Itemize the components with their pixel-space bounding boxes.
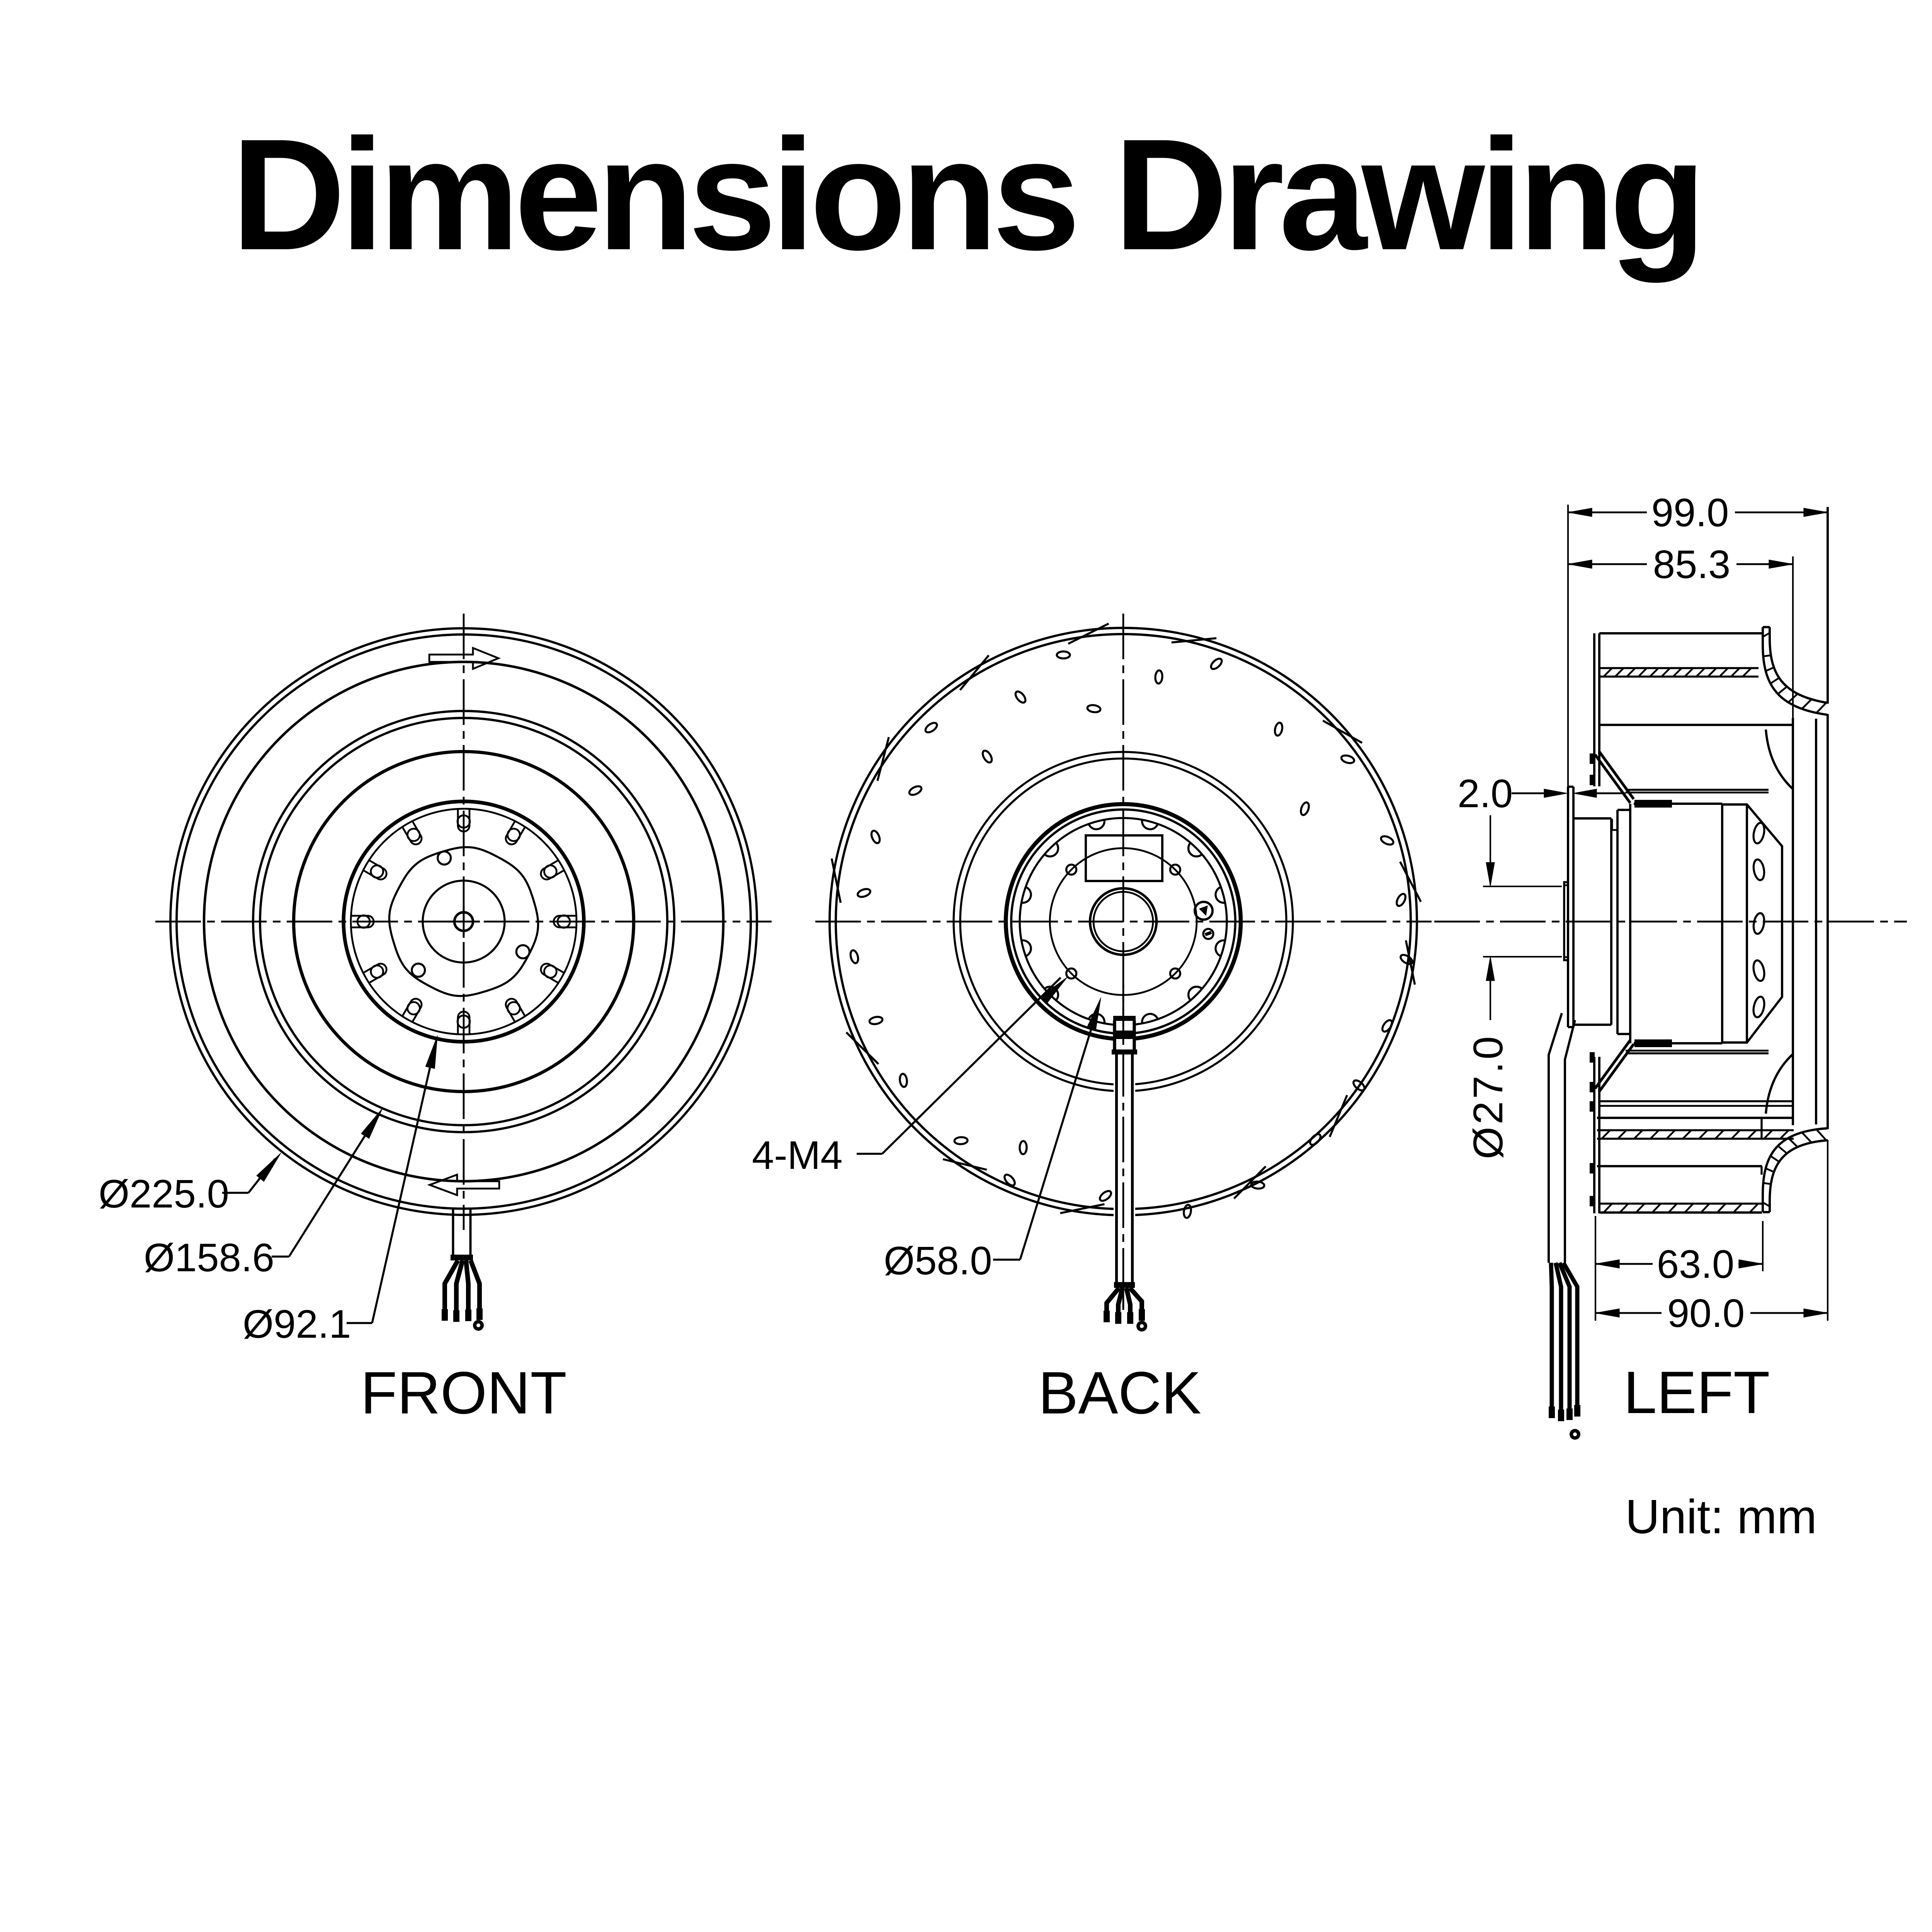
svg-text:85.3: 85.3 bbox=[1653, 542, 1730, 587]
svg-text:Ø225.0: Ø225.0 bbox=[99, 1172, 229, 1216]
svg-text:FRONT: FRONT bbox=[361, 1359, 567, 1426]
svg-text:63.0: 63.0 bbox=[1657, 1242, 1734, 1286]
svg-text:99.0: 99.0 bbox=[1651, 490, 1729, 535]
svg-text:4-M4: 4-M4 bbox=[752, 1133, 843, 1177]
svg-text:Unit: mm: Unit: mm bbox=[1625, 1490, 1817, 1544]
svg-text:Ø27.0: Ø27.0 bbox=[1464, 1034, 1511, 1159]
svg-text:Ø158.6: Ø158.6 bbox=[144, 1235, 274, 1280]
svg-text:Dimensions Drawing: Dimensions Drawing bbox=[231, 106, 1701, 284]
svg-text:Ø92.1: Ø92.1 bbox=[243, 1302, 351, 1346]
svg-text:Ø58.0: Ø58.0 bbox=[884, 1238, 992, 1283]
svg-text:LEFT: LEFT bbox=[1624, 1359, 1770, 1426]
svg-text:BACK: BACK bbox=[1038, 1359, 1201, 1426]
svg-text:90.0: 90.0 bbox=[1667, 1291, 1745, 1335]
svg-text:2.0: 2.0 bbox=[1458, 771, 1513, 816]
